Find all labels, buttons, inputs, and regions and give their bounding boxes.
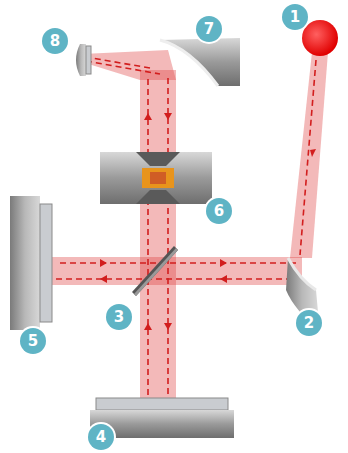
callout-number: 3 (106, 304, 132, 330)
beam-path (56, 57, 316, 395)
crystal-holder (100, 152, 212, 204)
output-mirror (76, 44, 86, 76)
callout-number: 5 (20, 328, 46, 354)
crystal (142, 168, 174, 188)
callout-number: 6 (206, 198, 232, 224)
curved-mirror (160, 38, 240, 86)
beam-splitter (132, 246, 178, 296)
callout-number: 1 (282, 4, 308, 30)
end-mirror (10, 196, 40, 330)
end-mirror (96, 398, 228, 410)
laser-beam (52, 50, 328, 400)
callout-number: 4 (88, 424, 114, 450)
callout-number: 8 (42, 28, 68, 54)
callout-number: 2 (296, 310, 322, 336)
light-source (302, 20, 338, 56)
callout-number: 7 (196, 16, 222, 42)
beam-arrows (100, 113, 316, 330)
curved-mirror (286, 258, 318, 312)
